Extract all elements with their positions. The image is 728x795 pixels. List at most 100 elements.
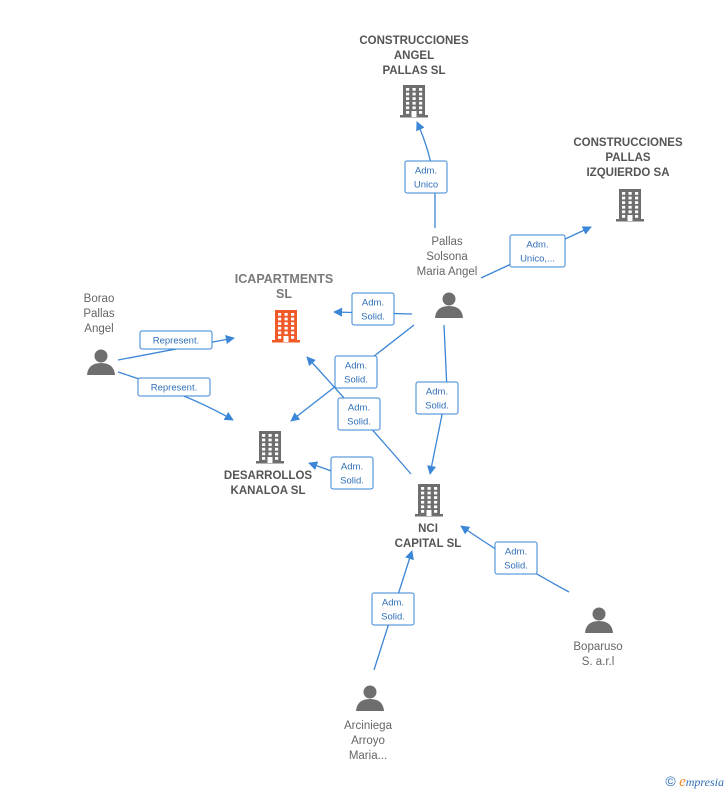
node-label: ICAPARTMENTS bbox=[235, 272, 333, 286]
node-label: SL bbox=[276, 287, 292, 301]
brand-logo-text: mpresia bbox=[685, 775, 724, 789]
edge-label-box bbox=[137, 377, 211, 397]
node-label: PALLAS bbox=[605, 152, 650, 164]
node-label: Angel bbox=[84, 323, 113, 335]
node-arciniega[interactable]: ArciniegaArroyoMaria... bbox=[344, 685, 393, 763]
node-label: PALLAS SL bbox=[382, 65, 445, 77]
edge-label-text: Represent. bbox=[153, 336, 199, 347]
edge-label-box bbox=[139, 330, 213, 350]
edge-label-text: Represent. bbox=[151, 383, 197, 394]
edge-label-box bbox=[337, 397, 381, 431]
node-construcciones-pallas[interactable]: CONSTRUCCIONES PALLAS IZQUIERDO SA bbox=[573, 137, 683, 222]
edge-label-text: Adm. bbox=[415, 166, 437, 177]
edge-label-text: Solid. bbox=[381, 612, 405, 623]
node-label: Pallas bbox=[83, 308, 115, 320]
edge-e10: Adm. Solid. bbox=[460, 525, 570, 593]
edge-label-text: Solid. bbox=[361, 312, 385, 323]
node-label: CONSTRUCCIONES bbox=[359, 35, 469, 47]
copyright-icon: © bbox=[665, 773, 676, 789]
edge-label-text: Adm. bbox=[526, 240, 548, 251]
node-label: Arciniega bbox=[344, 720, 393, 732]
edge-e8: Represent. bbox=[117, 330, 235, 361]
node-label: Boparuso bbox=[573, 641, 622, 653]
building-icon bbox=[272, 310, 300, 343]
node-label: DESARROLLOS bbox=[224, 470, 313, 482]
edge-label-badge[interactable]: Represent. bbox=[139, 330, 213, 350]
edge-label-text: Solid. bbox=[344, 375, 368, 386]
edge-label-badge[interactable]: Adm. Solid. bbox=[351, 292, 395, 326]
edge-label-text: Adm. bbox=[345, 361, 367, 372]
node-label: ANGEL bbox=[394, 50, 434, 62]
node-label: CONSTRUCCIONES bbox=[573, 137, 683, 149]
node-label: CAPITAL SL bbox=[395, 538, 462, 550]
edge-label-badge[interactable]: Adm. Unico,... bbox=[509, 234, 566, 268]
edge-e2: Adm. Unico,... bbox=[480, 226, 592, 279]
edge-label-text: Adm. bbox=[348, 403, 370, 414]
edge-e3: Adm. Solid. bbox=[333, 292, 413, 326]
edge-label-badge[interactable]: Represent. bbox=[137, 377, 211, 397]
edge-label-box bbox=[371, 592, 415, 626]
node-label: Maria Angel bbox=[417, 266, 478, 278]
building-icon bbox=[400, 85, 428, 118]
edge-label-badge[interactable]: Adm. Solid. bbox=[337, 397, 381, 431]
edge-label-text: Solid. bbox=[347, 417, 371, 428]
brand-logo-letter: e bbox=[679, 774, 686, 790]
edge-e4: Adm. Solid. bbox=[290, 324, 415, 422]
edge-label-box bbox=[330, 456, 374, 490]
node-label: Borao bbox=[84, 293, 115, 305]
building-icon bbox=[415, 484, 443, 517]
edge-e5: Adm. Solid. bbox=[306, 356, 412, 475]
node-label: Pallas bbox=[431, 236, 463, 248]
person-icon bbox=[585, 607, 613, 633]
footer-brand: © empresia bbox=[665, 773, 724, 791]
edge-label-text: Solid. bbox=[425, 401, 449, 412]
edge-label-text: Solid. bbox=[504, 561, 528, 572]
edge-e9: Represent. bbox=[117, 371, 234, 421]
edge-e11: Adm. Solid. bbox=[371, 550, 415, 671]
node-label: Maria... bbox=[349, 750, 387, 762]
edge-label-text: Adm. bbox=[382, 598, 404, 609]
edge-label-box bbox=[509, 234, 566, 268]
edge-label-badge[interactable]: Adm. Solid. bbox=[415, 381, 459, 415]
edge-label-box bbox=[404, 160, 448, 194]
edge-label-badge[interactable]: Adm. Solid. bbox=[330, 456, 374, 490]
edge-label-text: Adm. bbox=[426, 387, 448, 398]
node-label: Solsona bbox=[426, 251, 468, 263]
node-label: NCI bbox=[418, 523, 438, 535]
edge-label-badge[interactable]: Adm. Unico bbox=[404, 160, 448, 194]
node-label: IZQUIERDO SA bbox=[586, 167, 669, 179]
edge-label-text: Unico,... bbox=[520, 254, 555, 265]
edge-label-box bbox=[334, 355, 378, 389]
edge-label-text: Unico bbox=[414, 180, 438, 191]
node-construcciones-angel[interactable]: CONSTRUCCIONES ANGEL PALLAS SL bbox=[359, 35, 469, 118]
edge-label-box bbox=[351, 292, 395, 326]
edge-label-box bbox=[415, 381, 459, 415]
edge-label-text: Adm. bbox=[341, 462, 363, 473]
edge-label-badge[interactable]: Adm. Solid. bbox=[494, 541, 538, 575]
building-icon bbox=[256, 431, 284, 464]
edge-e7: Adm. Solid. bbox=[415, 324, 459, 475]
edge-label-badge[interactable]: Adm. Solid. bbox=[334, 355, 378, 389]
edge-label-text: Solid. bbox=[340, 476, 364, 487]
edge-label-badge[interactable]: Adm. Solid. bbox=[371, 592, 415, 626]
edge-e6: Adm. Solid. bbox=[308, 456, 374, 490]
node-label: Arroyo bbox=[351, 735, 385, 747]
node-nci[interactable]: NCI CAPITAL SL bbox=[395, 484, 462, 550]
person-icon bbox=[356, 685, 384, 711]
node-label: KANALOA SL bbox=[231, 485, 306, 497]
edges-layer: Adm.UnicoAdm.Unico,...Adm.Solid.Adm.Soli… bbox=[117, 121, 592, 671]
node-desarrollos[interactable]: DESARROLLOS KANALOA SL bbox=[224, 431, 313, 497]
building-icon bbox=[616, 189, 644, 222]
person-icon bbox=[87, 349, 115, 375]
edge-e1: Adm. Unico bbox=[404, 121, 448, 228]
edge-label-box bbox=[494, 541, 538, 575]
person-icon bbox=[435, 292, 463, 318]
edge-label-text: Adm. bbox=[362, 298, 384, 309]
edge-label-text: Adm. bbox=[505, 547, 527, 558]
